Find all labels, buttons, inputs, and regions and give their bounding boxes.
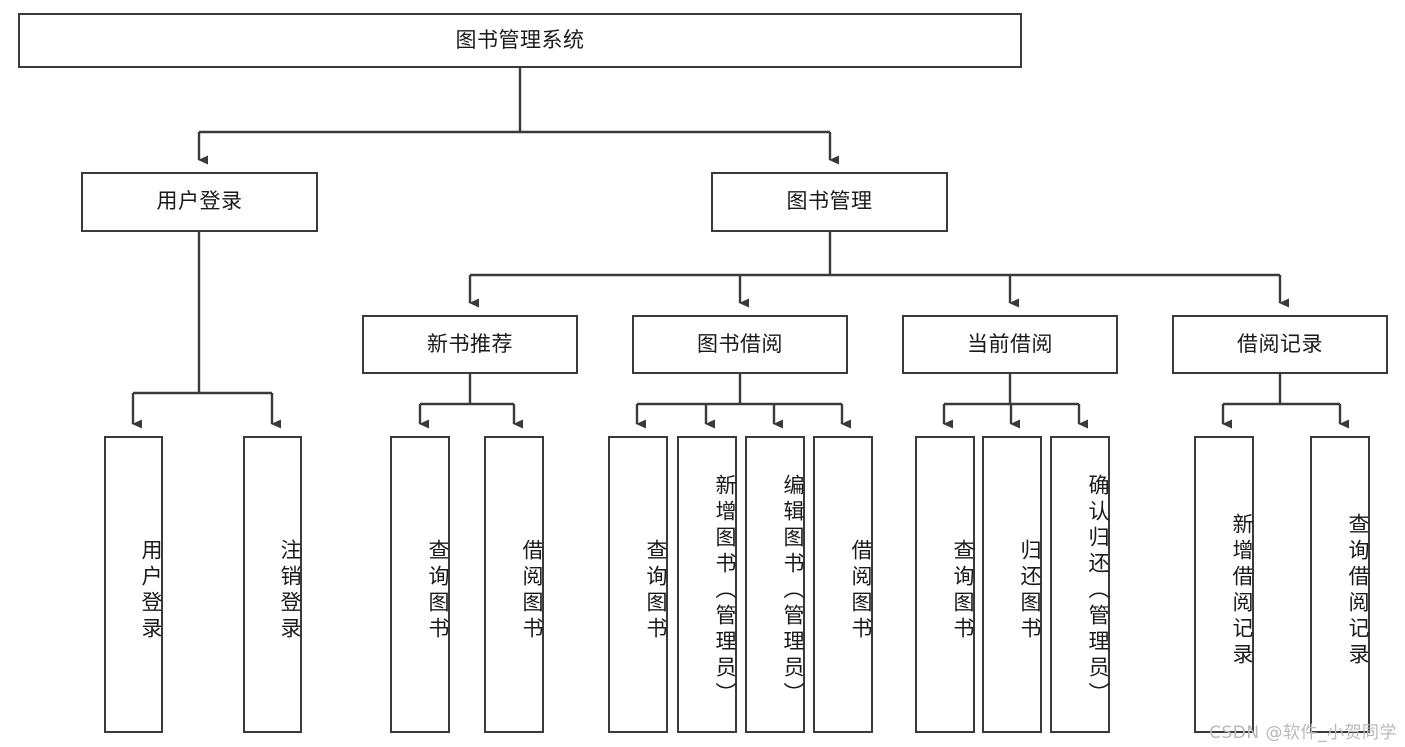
node-book-borrow-label: 图书借阅 (697, 331, 783, 356)
node-leaf-query-book-3[interactable]: 查询图书 (915, 436, 975, 733)
node-borrow-record[interactable]: 借阅记录 (1172, 315, 1388, 374)
node-leaf-return-book[interactable]: 归还图书 (982, 436, 1042, 733)
node-book-borrow[interactable]: 图书借阅 (632, 315, 848, 374)
node-leaf-add-book[interactable]: 新增图书（管理员） (677, 436, 737, 733)
node-leaf-add-record[interactable]: 新增借阅记录 (1194, 436, 1254, 733)
node-root[interactable]: 图书管理系统 (18, 13, 1022, 68)
node-leaf-borrow-book-1-label: 借阅图书 (520, 538, 544, 643)
node-leaf-user-logout[interactable]: 注销登录 (243, 436, 302, 733)
node-book-manage-label: 图书管理 (786, 189, 873, 214)
node-leaf-query-book-1-label: 查询图书 (426, 538, 450, 643)
node-leaf-borrow-book-1[interactable]: 借阅图书 (484, 436, 544, 733)
node-leaf-return-book-label: 归还图书 (1018, 538, 1042, 643)
watermark: CSDN @软件_小贺同学 (1209, 723, 1397, 743)
node-leaf-query-book-3-label: 查询图书 (951, 538, 975, 643)
node-leaf-user-login-label: 用户登录 (139, 538, 163, 643)
node-user-login[interactable]: 用户登录 (81, 172, 318, 232)
node-current-borrow-label: 当前借阅 (967, 331, 1053, 356)
node-leaf-borrow-book-2-label: 借阅图书 (849, 538, 873, 643)
node-borrow-record-label: 借阅记录 (1237, 331, 1323, 356)
node-leaf-query-book-2[interactable]: 查询图书 (608, 436, 668, 733)
node-leaf-confirm-return-label: 确认归还（管理员） (1086, 473, 1110, 708)
node-leaf-add-book-label: 新增图书（管理员） (713, 473, 737, 708)
node-leaf-edit-book[interactable]: 编辑图书（管理员） (745, 436, 805, 733)
node-leaf-confirm-return[interactable]: 确认归还（管理员） (1050, 436, 1110, 733)
node-leaf-query-book-2-label: 查询图书 (644, 538, 668, 643)
node-leaf-user-login[interactable]: 用户登录 (104, 436, 163, 733)
node-leaf-user-logout-label: 注销登录 (278, 538, 302, 643)
node-leaf-query-record[interactable]: 查询借阅记录 (1310, 436, 1370, 733)
node-new-book-recommend[interactable]: 新书推荐 (362, 315, 578, 374)
node-root-label: 图书管理系统 (455, 27, 585, 52)
node-current-borrow[interactable]: 当前借阅 (902, 315, 1118, 374)
node-book-manage[interactable]: 图书管理 (711, 172, 948, 232)
node-leaf-query-record-label: 查询借阅记录 (1346, 512, 1370, 669)
node-new-book-recommend-label: 新书推荐 (427, 331, 513, 356)
node-user-login-label: 用户登录 (156, 189, 243, 214)
node-leaf-borrow-book-2[interactable]: 借阅图书 (813, 436, 873, 733)
node-leaf-query-book-1[interactable]: 查询图书 (390, 436, 450, 733)
node-leaf-add-record-label: 新增借阅记录 (1230, 512, 1254, 669)
node-leaf-edit-book-label: 编辑图书（管理员） (781, 473, 805, 708)
